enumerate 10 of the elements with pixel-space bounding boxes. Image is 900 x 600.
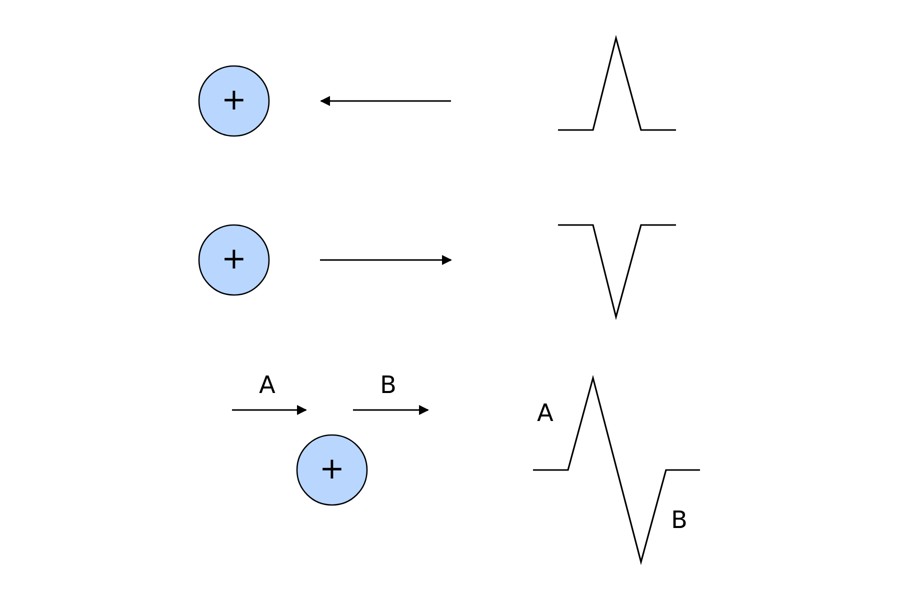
electrode-circle: [296, 434, 368, 506]
wave-label: A: [537, 401, 554, 425]
polarity-sign: +: [221, 85, 247, 116]
wave-label: A: [259, 373, 276, 397]
polarity-sign: +: [319, 454, 345, 484]
electrode-circle: [198, 224, 270, 296]
wave-label: B: [380, 373, 396, 397]
electrode-circle: [198, 65, 270, 137]
wave-label: B: [671, 508, 688, 532]
polarity-sign: +: [221, 244, 247, 274]
